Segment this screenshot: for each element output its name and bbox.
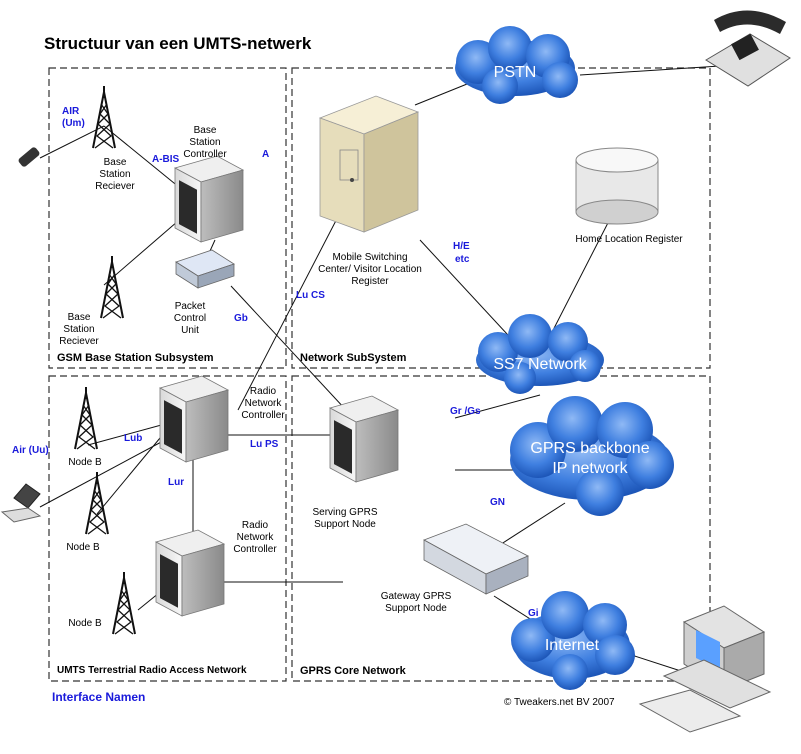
interface-lur: Lur (168, 477, 185, 488)
gprs-backbone-cloud (510, 396, 674, 516)
ggsn-box-icon (423, 523, 529, 595)
interface-abis: A-BIS (152, 154, 180, 165)
pstn-cloud (455, 26, 578, 104)
interface-he-1: H/E (453, 241, 470, 252)
telephone-icon (705, 10, 791, 87)
interface-air-um-1: AIR (62, 106, 80, 117)
interface-he-2: etc (455, 254, 470, 265)
pstn-label: PSTN (493, 64, 537, 81)
section-gprs: GPRS Core Network (300, 665, 406, 677)
tower-icon (100, 255, 124, 319)
tower-icon (85, 471, 109, 535)
interface-air-uu: Air (Uu) (12, 445, 49, 456)
hlr-database-icon (575, 147, 659, 225)
hlr-label: Home Location Register (575, 234, 683, 245)
interface-gn: GN (490, 497, 505, 508)
msc-server-icon (318, 95, 420, 233)
gprs-backbone-label-1: GPRS backbone (530, 440, 650, 457)
interface-gb: Gb (234, 313, 248, 324)
section-gsm: GSM Base Station Subsystem (57, 352, 214, 364)
ss7-label: SS7 Network (493, 356, 587, 373)
internet-cloud (511, 591, 635, 690)
nodeb3-label: Node B (68, 618, 102, 629)
section-utran: UMTS Terrestrial Radio Access Network (57, 665, 247, 676)
laptop-icon (0, 483, 42, 523)
tower-icon (92, 85, 116, 149)
interface-lucs: Lu CS (296, 290, 325, 301)
section-nss: Network SubSystem (300, 352, 407, 364)
rnc-server-icon (155, 529, 225, 617)
interface-air-um-2: (Um) (62, 118, 85, 129)
interface-lups: Lu PS (250, 439, 279, 450)
interface-grgs: Gr /Gs (450, 406, 481, 417)
bsc-server-icon (174, 155, 244, 243)
computer-icon (638, 605, 772, 733)
interface-lub: Lub (124, 433, 143, 444)
gprs-backbone-label-2: IP network (552, 460, 628, 477)
interface-a: A (262, 149, 270, 160)
page-title: Structuur van een UMTS-netwerk (44, 34, 312, 53)
internet-label: Internet (544, 637, 600, 654)
sgsn-server-icon (329, 395, 399, 483)
rnc-server-icon (159, 375, 229, 463)
pcu-box-icon (175, 249, 235, 289)
mobile-phone-icon (18, 147, 40, 167)
nodeb2-label: Node B (66, 542, 100, 553)
tower-icon (74, 386, 98, 450)
ss7-cloud (476, 314, 604, 394)
nodeb1-label: Node B (68, 457, 102, 468)
tower-icon (112, 571, 136, 635)
legend-interface-names: Interface Namen (52, 690, 146, 704)
copyright: © Tweakers.net BV 2007 (504, 697, 615, 708)
interface-gi: Gi (528, 608, 539, 619)
